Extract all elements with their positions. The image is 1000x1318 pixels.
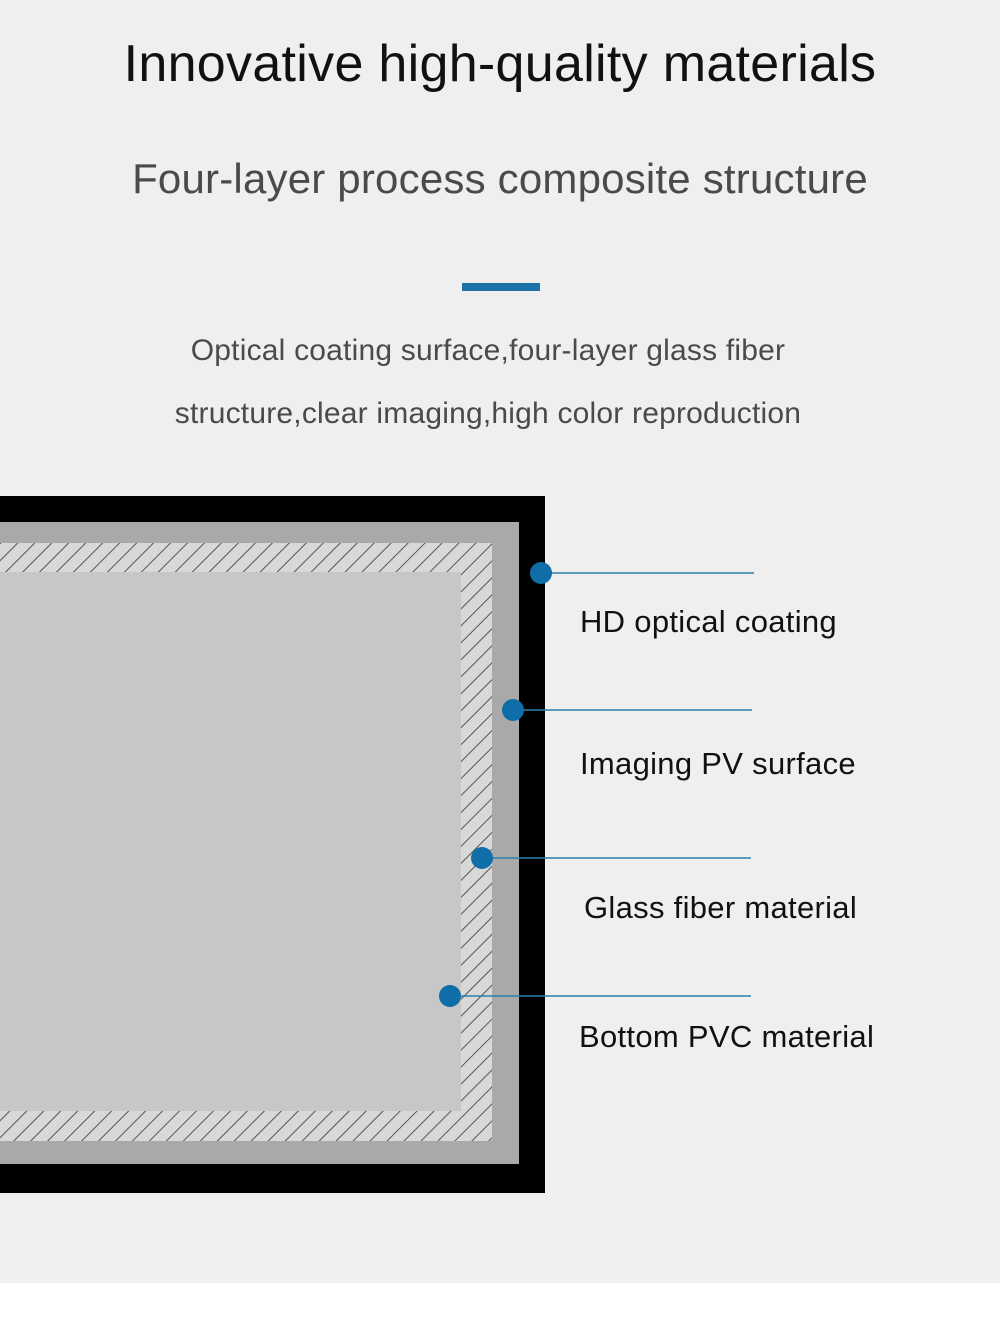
callout-dot-3	[471, 847, 493, 869]
callout-dot-1	[530, 562, 552, 584]
label-imaging-pv-surface: Imaging PV surface	[580, 746, 856, 781]
callout-dot-2	[502, 699, 524, 721]
layer-structure-diagram	[0, 496, 754, 1193]
label-hd-optical-coating: HD optical coating	[580, 604, 837, 639]
label-glass-fiber-material: Glass fiber material	[584, 890, 858, 925]
description-line-2: structure,clear imaging,high color repro…	[174, 397, 802, 430]
bottom-pvc-layer	[0, 572, 461, 1111]
product-feature-page: Innovative high-quality materials Four-l…	[0, 0, 1000, 1283]
page-subtitle: Four-layer process composite structure	[132, 155, 868, 202]
description-line-1: Optical coating surface,four-layer glass…	[190, 334, 786, 367]
callout-dot-4	[439, 985, 461, 1007]
page-title: Innovative high-quality materials	[123, 35, 877, 93]
label-bottom-pvc-material: Bottom PVC material	[579, 1019, 875, 1054]
accent-divider	[462, 283, 540, 291]
